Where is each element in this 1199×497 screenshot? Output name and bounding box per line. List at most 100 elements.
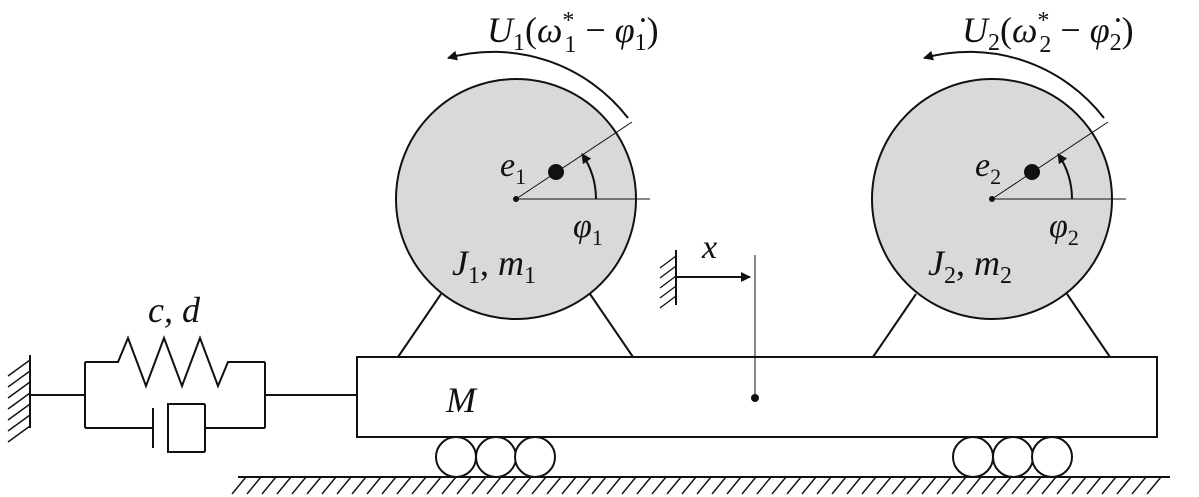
hatch-line [7,381,31,399]
hatch-line [7,370,31,388]
damper-cylinder [167,403,205,453]
hatch-line [1011,476,1027,495]
hatch-line [486,476,502,495]
hatch-line [996,476,1012,495]
hatch-line [7,359,31,377]
hatch-line [921,476,937,495]
displacement-indicator [659,250,756,398]
hatch-line [659,285,677,299]
hatch-line [591,476,607,495]
hatch-line [659,295,677,309]
hatch-line [246,476,262,495]
hatch-line [786,476,802,495]
hatch-line [891,476,907,495]
hatch-line [651,476,667,495]
hatch-line [966,476,982,495]
torque-1-label: U1(ω*1 − φ̇1) [487,8,659,58]
hatch-line [276,476,292,495]
rotor-1-eccentric-mass [548,164,564,180]
rotor-2-angle-arrow [1057,153,1073,200]
hatch-line [7,414,31,432]
hatch-line [336,476,352,495]
hatch-line [396,476,412,495]
hatch-line [936,476,952,495]
hatch-line [291,476,307,495]
hatch-line [7,403,31,421]
hatch-line [546,476,562,495]
hatch-line [846,476,862,495]
hatch-line [1041,476,1057,495]
hatch-line [741,476,757,495]
spring [85,335,265,389]
hatch-line [621,476,637,495]
eccentricity-2-label: e2 [975,147,1001,189]
hatch-line [516,476,532,495]
eccentricity-1-label: e1 [500,147,526,189]
hatch-line [1026,476,1042,495]
hatch-line [726,476,742,495]
hatch-line [1071,476,1087,495]
torque-1-arrow [447,50,629,119]
hatch-line [951,476,967,495]
hatch-line [366,476,382,495]
rotor-1-angle-arrow [581,153,597,200]
hatch-line [606,476,622,495]
hatch-line [426,476,442,495]
hatch-line [531,476,547,495]
torque-2-arrow [923,50,1105,119]
hatch-line [861,476,877,495]
torque-2-label: U2(ω*2 − φ̇2) [962,8,1134,58]
spring-damper-label: c, d [148,290,201,330]
hatch-line [831,476,847,495]
hatch-line [1116,476,1132,495]
hatch-line [771,476,787,495]
spring-damper-element [30,335,357,453]
hatch-line [231,476,247,495]
ground-hatching [231,476,1170,495]
hatch-line [659,255,677,269]
hatch-line [576,476,592,495]
hatch-line [681,476,697,495]
angle-1-label: φ1 [573,208,603,250]
hatch-line [659,265,677,279]
hatch-line [261,476,277,495]
hatch-line [756,476,772,495]
hatch-line [876,476,892,495]
hatch-line [666,476,682,495]
hatch-line [636,476,652,495]
hatch-line [1146,476,1162,495]
hatch-line [351,476,367,495]
platform-mass-label: M [445,380,478,420]
hatch-line [456,476,472,495]
hatch-line [711,476,727,495]
angle-2-label: φ2 [1049,208,1079,250]
hatch-line [7,392,31,410]
rollers-right [952,436,1073,478]
hatch-line [1086,476,1102,495]
rotor-2 [871,78,1126,320]
hatch-line [471,476,487,495]
hatch-line [306,476,322,495]
hatch-line [381,476,397,495]
hatch-line [501,476,517,495]
hatch-line [321,476,337,495]
rotor-2-eccentric-mass [1024,164,1040,180]
hatch-line [696,476,712,495]
hatch-line [411,476,427,495]
hatch-line [906,476,922,495]
hatch-line [981,476,997,495]
hatch-line [816,476,832,495]
displacement-label: x [701,229,717,266]
hatch-line [659,275,677,289]
rotor-1 [395,78,650,320]
rotor-2-label: J2, m2 [928,243,1012,289]
rollers-left [435,436,556,478]
hatch-line [7,425,31,443]
hatch-line [1101,476,1117,495]
rotor-1-label: J1, m1 [452,243,536,289]
hatch-line [1131,476,1147,495]
hatch-line [801,476,817,495]
hatch-line [561,476,577,495]
left-wall [7,355,31,443]
